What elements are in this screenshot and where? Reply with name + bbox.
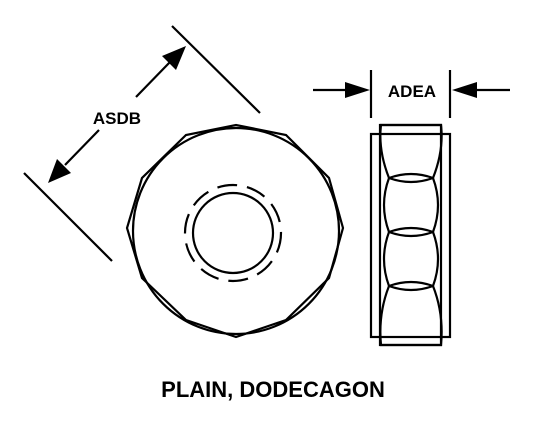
arrowhead-up bbox=[162, 46, 186, 70]
dimension-line-lower bbox=[64, 129, 100, 166]
front-view bbox=[125, 123, 345, 339]
extension-line-upper bbox=[171, 25, 261, 114]
asdb-label: ASDB bbox=[93, 109, 141, 128]
bore-circle bbox=[191, 191, 275, 275]
chamfer-circle bbox=[131, 126, 341, 336]
asdb-dimension bbox=[23, 25, 261, 262]
asdb-arrowheads bbox=[48, 46, 186, 183]
diagram-caption: PLAIN, DODECAGON bbox=[161, 377, 385, 402]
facet-2 bbox=[382, 172, 440, 238]
facet-4 bbox=[379, 280, 443, 347]
side-outline bbox=[369, 132, 452, 339]
dodecagon-outline bbox=[125, 123, 345, 339]
adea-arrowheads bbox=[345, 82, 477, 98]
adea-label: ADEA bbox=[388, 82, 436, 101]
dimension-line-upper bbox=[135, 61, 171, 98]
side-view bbox=[369, 123, 452, 347]
adea-dimension bbox=[313, 70, 510, 118]
facet-3 bbox=[382, 226, 440, 292]
arrowhead-down bbox=[48, 159, 71, 183]
thread-hidden-circle bbox=[183, 183, 283, 283]
arrowhead-left bbox=[452, 82, 477, 98]
extension-line-lower bbox=[23, 172, 113, 262]
facet-1 bbox=[379, 123, 443, 184]
arrowhead-right bbox=[345, 82, 370, 98]
